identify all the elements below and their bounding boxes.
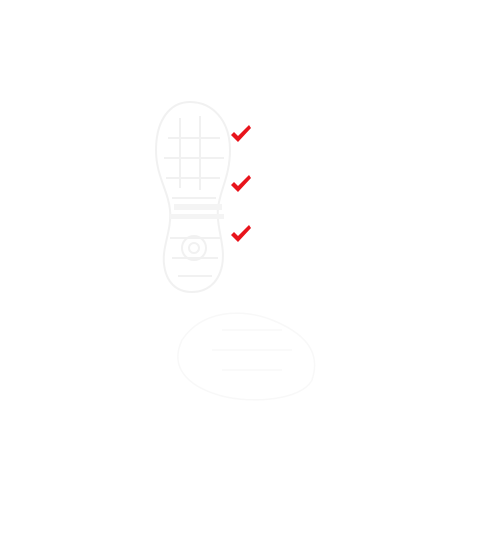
feature-item: [230, 224, 350, 274]
checkmark-icon: [231, 175, 251, 192]
feature-list: [230, 124, 350, 274]
feature-item: [230, 124, 350, 174]
faint-background-shape: [177, 312, 316, 401]
boot-sole-icon: [154, 100, 232, 294]
checkmark-icon: [231, 125, 251, 142]
checkmark-icon: [231, 225, 251, 242]
feature-item: [230, 174, 350, 224]
